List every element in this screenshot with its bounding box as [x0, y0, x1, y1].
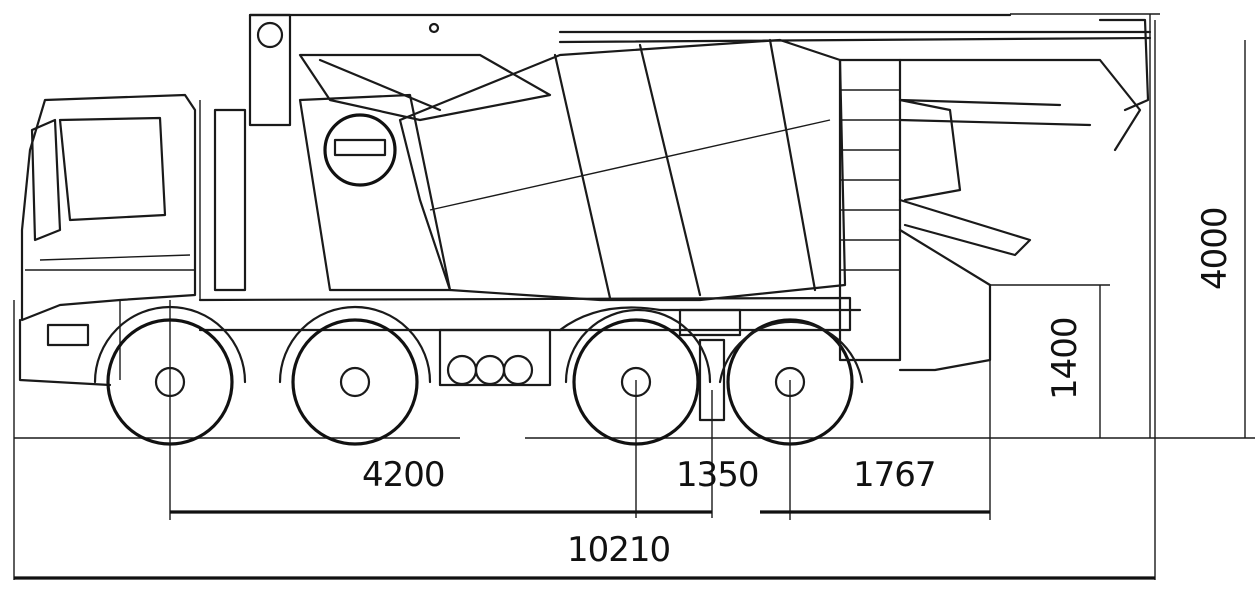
chassis-frame — [198, 296, 862, 422]
dimension-lines — [13, 13, 1255, 580]
dim-wheelbase-front: 4200 — [362, 455, 446, 495]
dim-overall-height: 4000 — [1195, 207, 1235, 290]
dim-tandem-spacing: 1350 — [676, 455, 760, 495]
dim-overall-length: 10210 — [567, 530, 671, 570]
pump-boom — [248, 13, 1152, 152]
wheel-third — [564, 308, 712, 446]
truck-cab — [18, 93, 247, 387]
wheel-front — [93, 305, 247, 446]
dim-chute-height: 1400 — [1045, 317, 1085, 400]
wheel-second — [278, 305, 432, 446]
dim-rear-overhang: 1767 — [853, 455, 937, 495]
rear-ladder — [838, 58, 1032, 372]
mixer-drum — [298, 38, 847, 302]
wheel-rear — [718, 318, 864, 446]
